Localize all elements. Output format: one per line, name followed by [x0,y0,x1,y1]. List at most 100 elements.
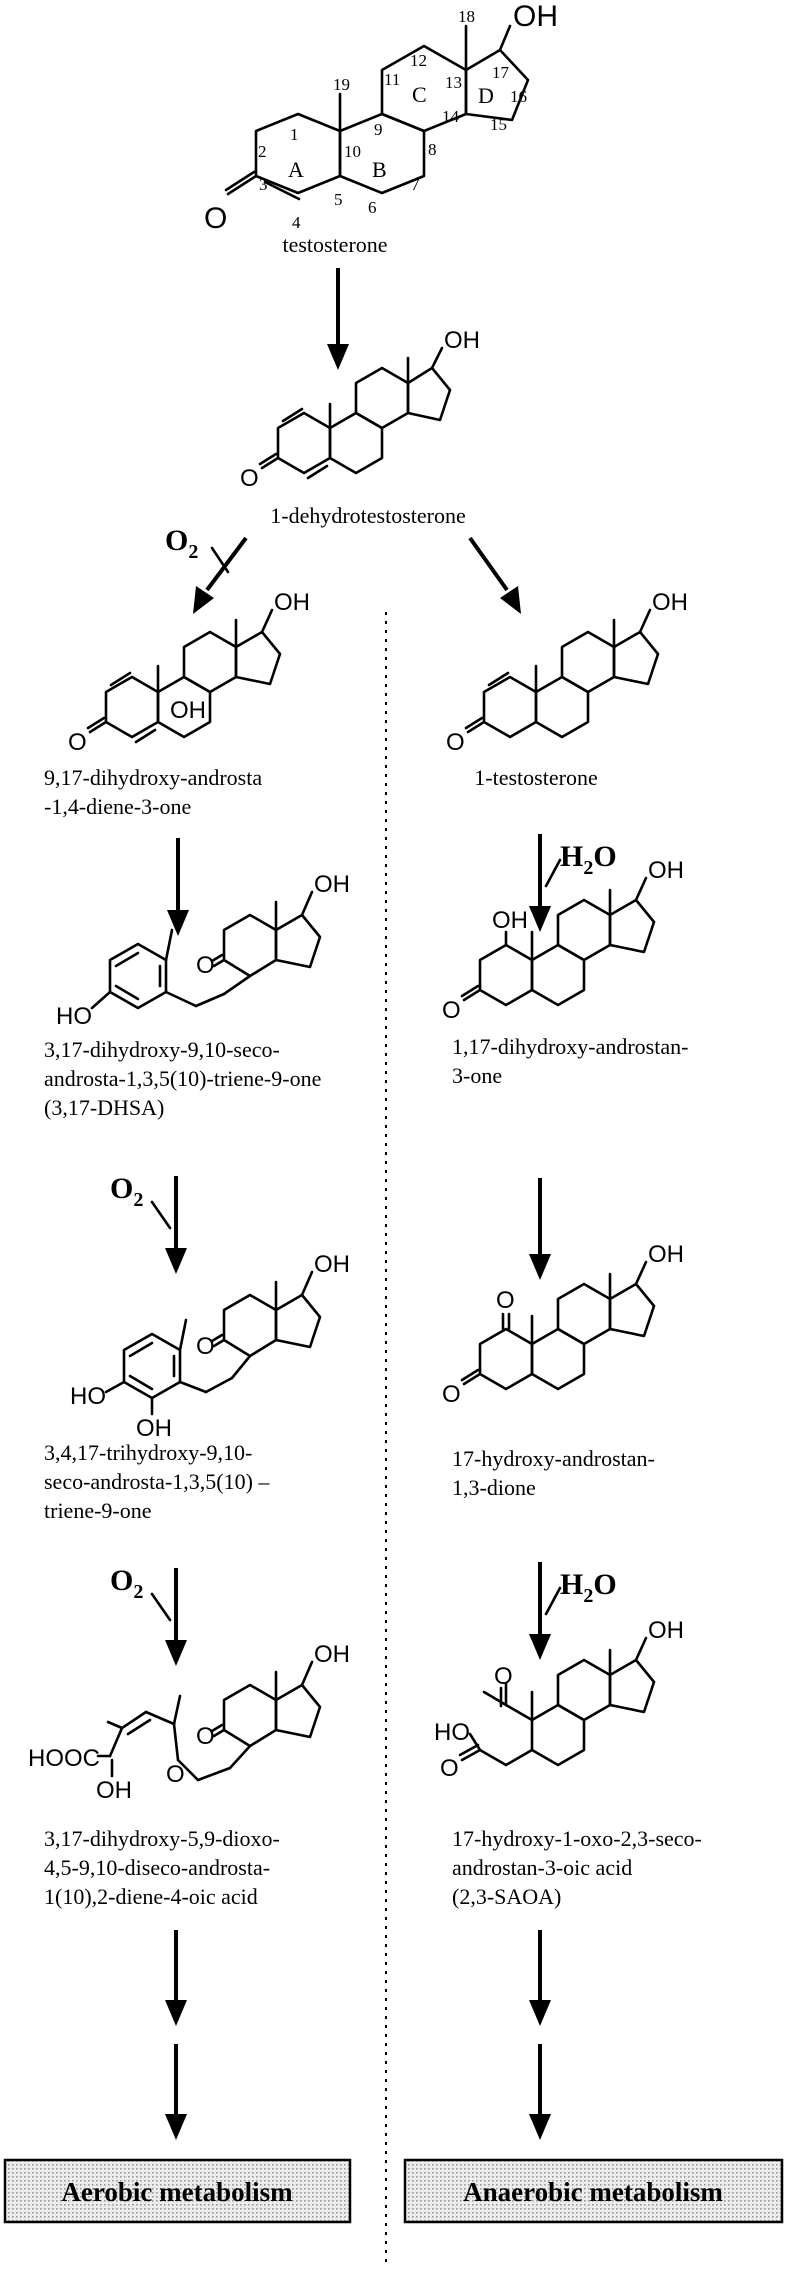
downstream-arrows-anaerobic [529,1930,551,2140]
reaction-arrow-right [468,536,521,614]
trihydroxy-label-line3: triene-9-one [44,1498,152,1523]
dioxo-acid-structure: OH O O HOOC OH 3,17-dihydroxy-5,9-dioxo-… [28,1641,350,1909]
atom-number-16: 16 [510,87,527,106]
acid-carbonyl-oxygen: O [440,1755,459,1782]
ketone-oxygen: O [494,1663,513,1690]
one-testosterone-label: 1-testosterone [474,765,597,790]
dioxo-acid-label-line3: 1(10),2-diene-4-oic acid [44,1884,258,1909]
atom-number-7: 7 [411,175,420,194]
ring-b-label: B [372,157,387,182]
trihydroxy-label-line1: 3,4,17-trihydroxy-9,10- [44,1440,252,1465]
dihydroxy-diene-label-line1: 9,17-dihydroxy-androsta [44,765,262,790]
ketone-oxygen-5: O [166,1761,185,1788]
ring-d [464,48,530,122]
atom-number-3: 3 [259,175,268,194]
atom-number-4: 4 [292,213,301,232]
dehydrotestosterone-label: 1-dehydrotestosterone [270,503,466,528]
dhsa-label-line1: 3,17-dihydroxy-9,10-seco- [44,1037,280,1062]
hydroxyl-group: OH [513,0,558,33]
reaction-arrow [167,838,189,936]
ketone-oxygen-1: O [496,1287,515,1314]
reaction-arrow-left [193,536,248,614]
ketone-oxygen: O [196,1333,215,1360]
dhsa-structure: OH O HO 3,17-dihydroxy-9,10-seco- andros… [44,871,350,1120]
dihydroxy-androstanone-structure: OH OH O 1,17-dihydroxy-androstan- 3-one [442,857,688,1088]
reaction-arrow [529,1562,551,1660]
hydroxyl-group: OH [648,1617,684,1644]
hydroxyl-group: OH [314,871,350,898]
reagent-arrow [150,1200,172,1230]
atom-number-18: 18 [458,7,475,26]
dhsa-label-line2: androsta-1,3,5(10)-triene-9-one [44,1066,321,1091]
ketone-oxygen-3: O [442,1381,461,1408]
saoa-label-line2: androstan-3-oic acid [452,1855,632,1880]
anaerobic-metabolism-label: Anaerobic metabolism [463,2177,723,2207]
saoa-label-line1: 17-hydroxy-1-oxo-2,3-seco- [452,1826,702,1851]
hydroxyl-group: OH [314,1251,350,1278]
hydroxyl-9-group: OH [170,697,206,724]
dihydroxy-diene-structure: OH OH O 9,17-dihydroxy-androsta -1,4-die… [44,589,310,819]
hydroxyl-group: OH [274,589,310,616]
enol-hydroxyl: OH [96,1777,132,1804]
oxygen-reagent: O2 [110,1172,143,1211]
dihydroxy-diene-label-line2: -1,4-diene-3-one [44,794,191,819]
atom-number-14: 14 [442,107,460,126]
atom-number-8: 8 [428,140,437,159]
dioxo-acid-label-line2: 4,5-9,10-diseco-androsta- [44,1855,270,1880]
atom-number-13: 13 [445,73,462,92]
anaerobic-metabolism-box: Anaerobic metabolism [403,2158,784,2224]
reaction-arrow [165,1568,187,1666]
hydroxyl-group: OH [444,327,480,354]
ketone-oxygen: O [68,729,87,756]
atom-number-1: 1 [290,125,299,144]
androstandione-label-line1: 17-hydroxy-androstan- [452,1446,655,1471]
dehydrotestosterone-structure: OH O 1-dehydrotestosterone [240,327,480,528]
reagent-arrow [150,1592,172,1622]
atom-number-9: 9 [374,120,383,139]
ketone-oxygen-9: O [196,1723,215,1750]
hydroxyl-group: OH [648,857,684,884]
reaction-arrow [529,1178,551,1280]
phenol-hydroxyl: HO [56,1003,92,1030]
phenol-hydroxyl-3: HO [70,1383,106,1410]
atom-number-2: 2 [258,142,267,161]
aerobic-metabolism-label: Aerobic metabolism [61,2177,293,2207]
reaction-arrow [165,1176,187,1274]
hydroxyl-group: OH [314,1641,350,1668]
ring-d-label: D [478,83,494,108]
testosterone-structure: OH O A B C D 1 2 3 4 5 6 7 8 9 10 11 12 … [204,0,558,257]
atom-number-6: 6 [368,198,377,217]
atom-number-15: 15 [490,115,507,134]
ketone-oxygen: O [442,997,461,1024]
dihydroxy-androstanone-label-line2: 3-one [452,1063,502,1088]
androstandione-structure: OH O O 17-hydroxy-androstan- 1,3-dione [442,1241,684,1500]
hydroxyl-group: OH [652,589,688,616]
ketone-oxygen: O [204,202,227,235]
saoa-structure: OH O HO O 17-hydroxy-1-oxo-2,3-seco- and… [434,1617,702,1909]
water-reagent: H2O [560,1568,617,1607]
atom-number-17: 17 [492,63,510,82]
atom-number-12: 12 [410,51,427,70]
ring-c-label: C [412,82,427,107]
oxygen-reagent: O2 [110,1564,143,1603]
phenol-hydroxyl-4: OH [136,1415,172,1442]
oxygen-reagent: O2 [165,524,198,563]
aerobic-metabolism-box: Aerobic metabolism [3,2158,352,2224]
one-testosterone-structure: OH O 1-testosterone [446,589,688,790]
trihydroxy-label-line2: seco-androsta-1,3,5(10) – [44,1469,270,1494]
androstandione-label-line2: 1,3-dione [452,1475,536,1500]
hydroxyl-group: OH [648,1241,684,1268]
dhsa-label-line3: (3,17-DHSA) [44,1095,164,1120]
reaction-arrow [529,834,551,932]
reagent-arrow [544,858,562,888]
reagent-arrow [544,1586,562,1616]
atom-number-10: 10 [344,142,361,161]
atom-number-5: 5 [334,190,343,209]
testosterone-label: testosterone [282,232,387,257]
hydroxyl-1-group: OH [492,907,528,934]
atom-number-19: 19 [333,75,350,94]
ring-a-label: A [288,157,304,182]
carboxyl-group: HOOC [28,1745,100,1772]
dioxo-acid-label-line1: 3,17-dihydroxy-5,9-dioxo- [44,1826,280,1851]
